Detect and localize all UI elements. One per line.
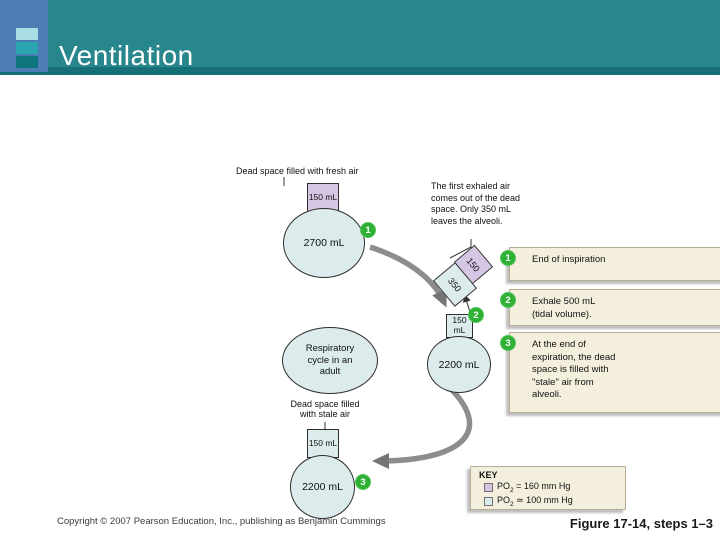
step-marker-2: 2: [468, 307, 484, 323]
logo-bar-icon: [16, 56, 38, 68]
slide-header: [0, 0, 720, 67]
key-entry: PO2 ≃ 100 mm Hg: [484, 495, 625, 508]
logo-bar-icon: [16, 42, 38, 54]
step-marker-1: 1: [360, 222, 376, 238]
header-accent-strip: [0, 67, 720, 75]
key-box: KEY PO2 = 160 mm Hg PO2 ≃ 100 mm Hg: [470, 466, 626, 510]
step-text: At the end of expiration, the dead space…: [532, 339, 616, 400]
dead-space-tube-stale: 150 mL: [307, 429, 339, 458]
respiratory-cycle-label: Respiratory cycle in an adult: [305, 343, 355, 378]
balloon-mid-expiration: 2200 mL: [427, 336, 491, 393]
slide-template-logo: [0, 0, 48, 72]
exhale-arrow-2: [372, 388, 473, 469]
step-text: Exhale 500 mL (tidal volume).: [532, 296, 596, 320]
logo-bar-icon: [16, 28, 38, 40]
exhale-note: The first exhaled air comes out of the d…: [431, 181, 521, 226]
step-callout-3: At the end of expiration, the dead space…: [509, 332, 720, 413]
label-dead-space-fresh: Dead space filled with fresh air: [236, 166, 359, 176]
step-callout-2: Exhale 500 mL (tidal volume).: [509, 289, 720, 326]
balloon-end-expiration: 2200 mL: [290, 455, 355, 519]
respiratory-cycle-circle: Respiratory cycle in an adult: [282, 327, 378, 394]
stale-air-swatch: [484, 496, 493, 506]
step-badge-1: 1: [500, 250, 516, 266]
step-marker-3: 3: [355, 474, 371, 490]
key-entry-label: PO2 = 160 mm Hg: [497, 481, 571, 494]
key-title: KEY: [479, 470, 498, 480]
step-text: End of inspiration: [532, 254, 606, 265]
copyright-text: Copyright © 2007 Pearson Education, Inc.…: [57, 516, 386, 527]
page-title: Ventilation: [59, 40, 194, 71]
label-dead-space-stale: Dead space filled with stale air: [290, 399, 360, 419]
exhale-arrow-1: [369, 244, 447, 308]
key-entry-label: PO2 ≃ 100 mm Hg: [497, 494, 573, 508]
step-callout-1: End of inspiration: [509, 247, 720, 281]
figure-caption: Figure 17-14, steps 1–3: [569, 516, 713, 531]
key-entry: PO2 = 160 mm Hg: [484, 481, 625, 494]
step-badge-2: 2: [500, 292, 516, 308]
fresh-air-swatch: [484, 482, 493, 492]
balloon-end-inspiration: 2700 mL: [283, 208, 365, 278]
dead-space-tube-fresh: 150 mL: [307, 183, 339, 212]
step-badge-3: 3: [500, 335, 516, 351]
